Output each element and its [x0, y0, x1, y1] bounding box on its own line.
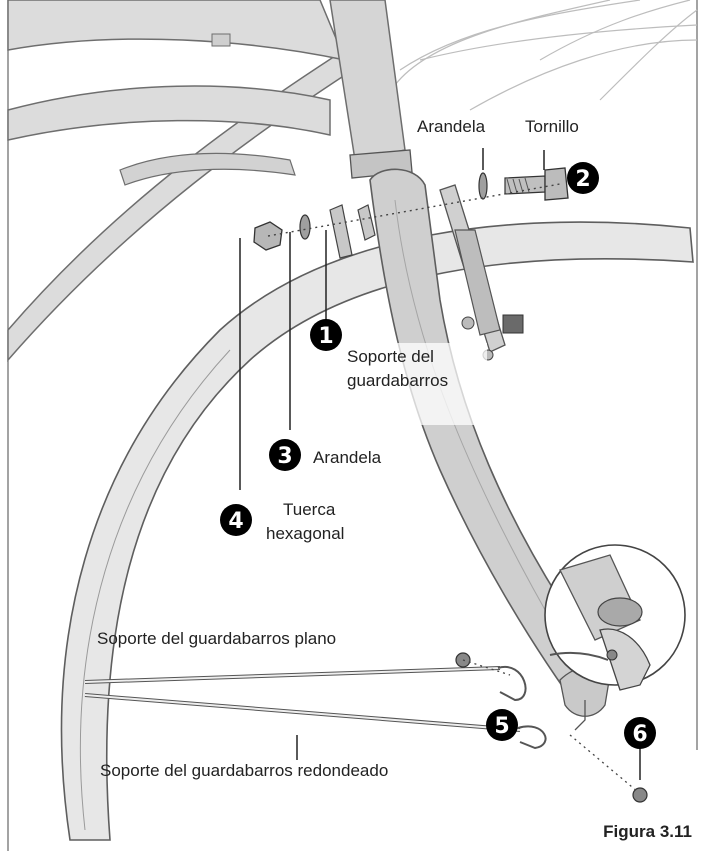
figure-caption: Figura 3.11 — [603, 822, 692, 841]
callout-badge-3: 3 — [269, 439, 301, 471]
brake-caliper — [440, 185, 523, 360]
label-arandela-3: Arandela — [313, 448, 382, 467]
callout-badge-4: 4 — [220, 504, 252, 536]
label-tornillo: Tornillo — [525, 117, 579, 136]
callout-badge-5: 5 — [486, 709, 518, 741]
svg-text:2: 2 — [575, 167, 590, 192]
svg-text:4: 4 — [228, 509, 243, 534]
label-soporte-redondeado: Soporte del guardabarros redondeado — [100, 761, 388, 780]
callout-badge-6: 6 — [624, 717, 656, 749]
label-soporte-plano: Soporte del guardabarros plano — [97, 629, 336, 648]
label-soporte-line1: Soporte del — [347, 347, 434, 366]
svg-text:3: 3 — [277, 444, 292, 469]
label-tuerca-line2: hexagonal — [266, 524, 344, 543]
bicycle-frame — [8, 0, 412, 360]
fender — [62, 222, 693, 840]
label-arandela-top: Arandela — [417, 117, 486, 136]
callout-badge-1: 1 — [310, 319, 342, 351]
wheel-spokes — [395, 0, 697, 110]
callout-badge-2: 2 — [567, 162, 599, 194]
label-tuerca-line1: Tuerca — [283, 500, 336, 519]
svg-text:6: 6 — [632, 722, 647, 747]
label-soporte-line2: guardabarros — [347, 371, 448, 390]
svg-text:1: 1 — [318, 324, 333, 349]
svg-text:5: 5 — [494, 714, 509, 739]
